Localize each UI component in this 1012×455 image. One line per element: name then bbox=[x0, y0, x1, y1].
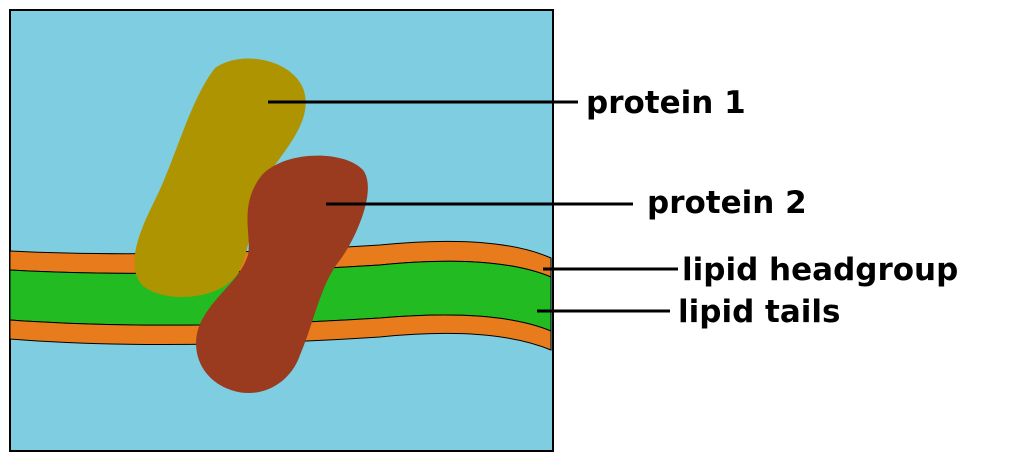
lipid-tails-label: lipid tails bbox=[678, 294, 841, 330]
lipid-headgroup-label: lipid headgroup bbox=[682, 252, 958, 288]
protein-1-label: protein 1 bbox=[586, 85, 746, 121]
protein-2-label: protein 2 bbox=[647, 185, 807, 221]
